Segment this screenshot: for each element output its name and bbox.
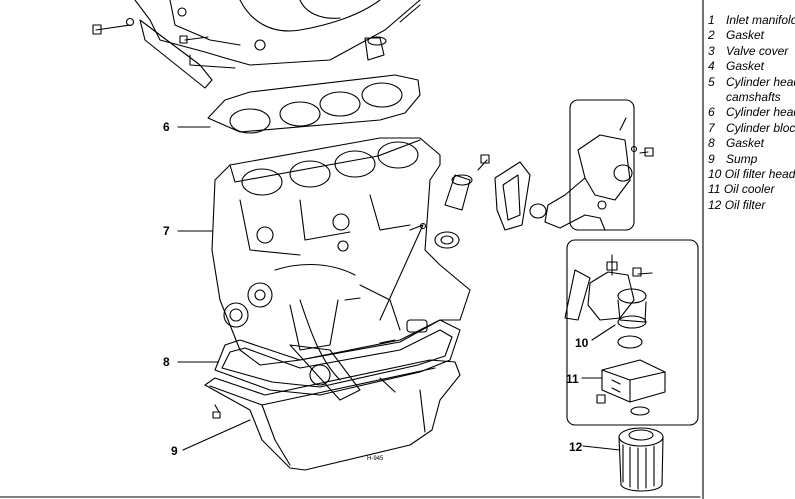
cylinder-block [211, 137, 471, 401]
callout-12: 12 [569, 440, 583, 454]
callout-10: 10 [575, 336, 589, 350]
inset-box-coolant-housing [544, 99, 654, 231]
bolt-icon [95, 24, 131, 31]
drawing-code: H-945 [367, 456, 384, 462]
legend-item: 12 Oil filter [708, 197, 766, 212]
legend-item-continuation: camshafts [726, 90, 781, 105]
manifold-bracket [139, 19, 213, 89]
inset-box-oil-filter-head [564, 239, 699, 426]
sump-gasket [214, 319, 461, 396]
dipstick [379, 224, 424, 321]
drain-plug [214, 404, 220, 413]
oil-filter [618, 427, 664, 492]
thermostat-housing [444, 154, 547, 231]
callout-6: 6 [163, 120, 170, 134]
callout-leaders [177, 126, 621, 451]
callout-11: 11 [566, 372, 579, 386]
cylinder-head-top-assembly [92, 0, 421, 89]
head-gasket [207, 74, 421, 134]
callout-7: 7 [163, 224, 170, 238]
oil-sump [204, 359, 461, 471]
callout-8: 8 [163, 355, 170, 369]
housing-gasket [494, 161, 531, 231]
legend-item: 10 Oil filter head [708, 167, 795, 182]
legend-item: 11 Oil cooler [708, 182, 775, 197]
callout-9: 9 [171, 444, 178, 458]
